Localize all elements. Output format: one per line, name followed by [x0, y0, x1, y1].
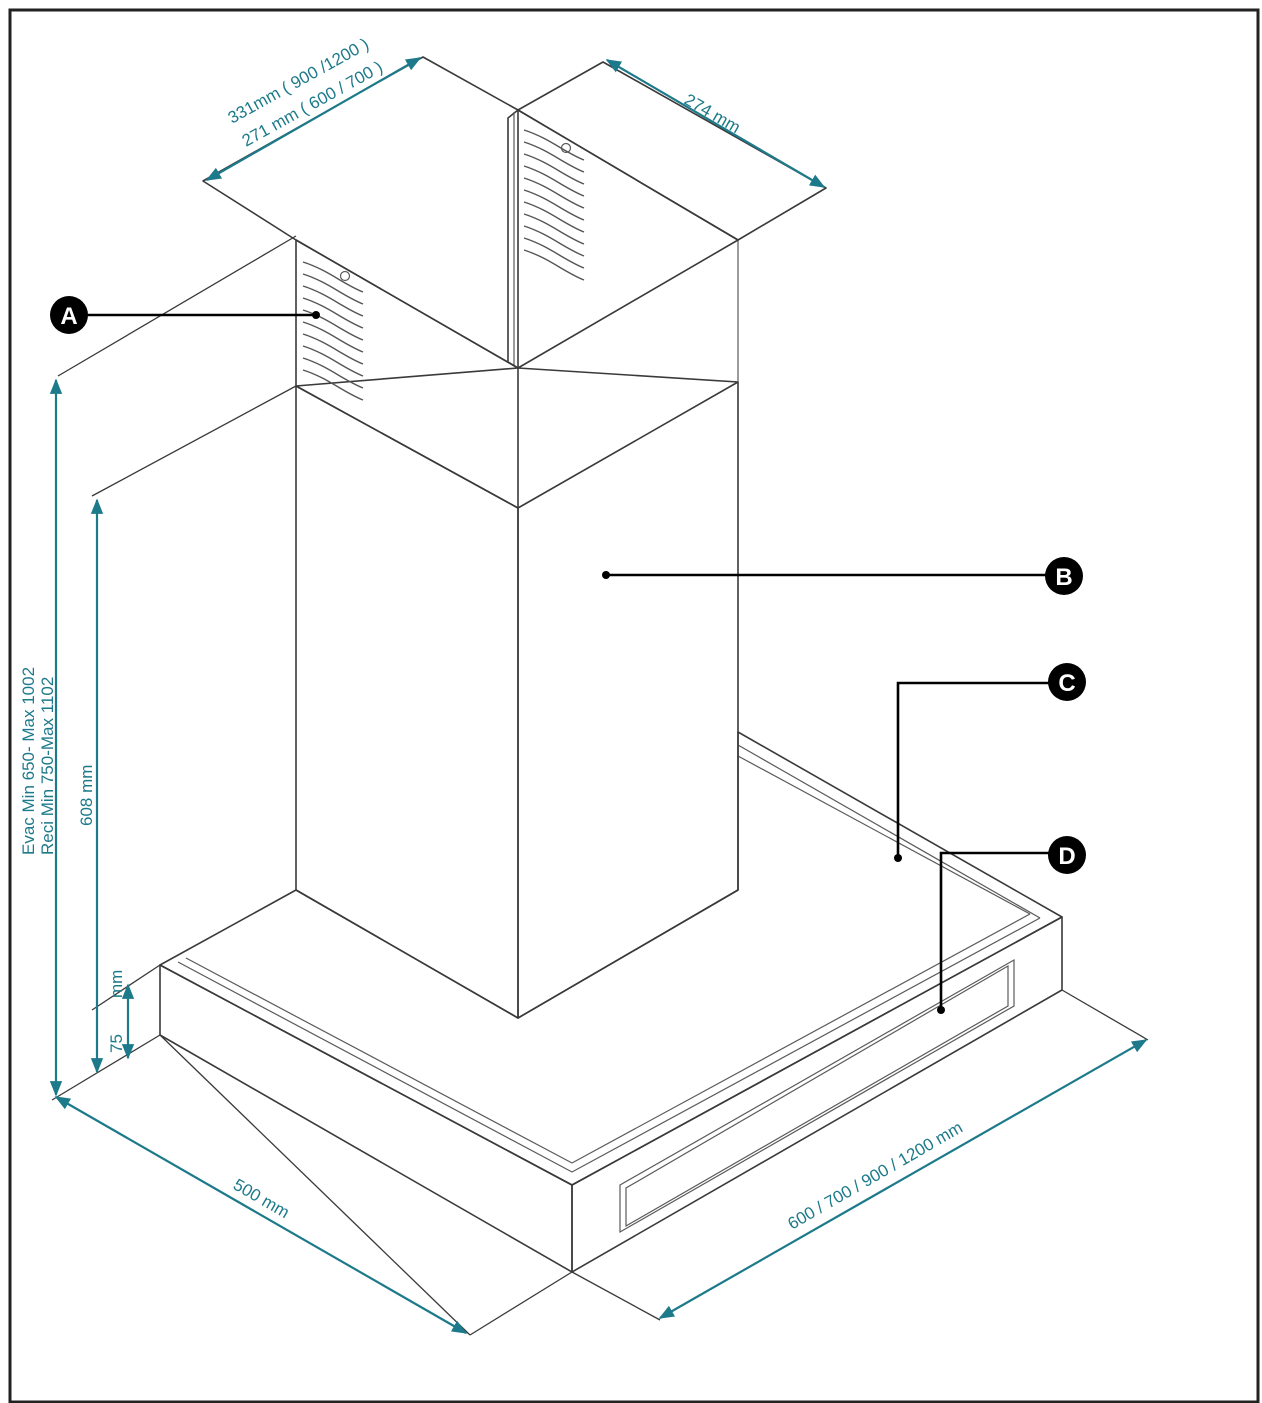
height-total-label-1: Evac Min 650- Max 1002 [19, 667, 38, 855]
callout-d-letter: D [1058, 843, 1075, 870]
canopy-height-value: 75 [107, 1034, 126, 1053]
dimension-lines [49, 57, 1148, 1334]
callout-d: D [937, 836, 1086, 1014]
callout-c-badge [1048, 663, 1086, 701]
dimension-labels: 331mm ( 900 /1200 ) 271 mm ( 600 / 700 )… [19, 34, 966, 1233]
callout-b-letter: B [1055, 564, 1072, 591]
callout-a: A [50, 296, 320, 334]
callout-c-letter: C [1058, 670, 1075, 697]
page-frame [8, 8, 1260, 1403]
base-width-label: 600 / 700 / 900 / 1200 mm [785, 1118, 966, 1234]
callout-a-badge [50, 296, 88, 334]
callout-d-badge [1048, 836, 1086, 874]
top-depth-label: 274 mm [681, 90, 744, 137]
height-chimney-label: 608 mm [77, 765, 96, 826]
callout-a-letter: A [60, 303, 77, 330]
callout-b: B [602, 557, 1083, 595]
callout-b-badge [1045, 557, 1083, 595]
lower-chimney [295, 240, 739, 1019]
callout-c: C [894, 663, 1086, 862]
height-total-label-2: Reci Min 750-Max 1102 [38, 677, 57, 855]
canopy-height-unit: mm [107, 970, 126, 998]
upper-chimney [202, 56, 827, 509]
